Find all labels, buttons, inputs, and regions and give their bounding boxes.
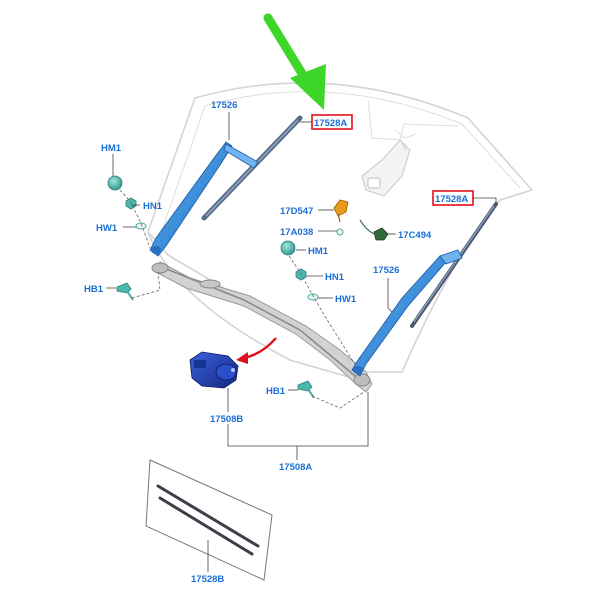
mirror-mount [361,139,411,197]
right-wiper-blade [410,202,498,328]
label-17528B: 17528B [191,574,224,585]
right-bolt [297,380,315,399]
right-wiper-arm [351,249,463,377]
leader-lines [106,112,497,460]
label-HB1-left: HB1 [84,284,104,295]
right-pivot-cap [280,240,296,256]
label-HW1-left: HW1 [96,223,118,234]
left-bolt [116,282,134,301]
label-17528A-left: 17528A [314,118,347,129]
label-HM1-left: HM1 [101,143,122,154]
washer-connector [359,219,389,241]
left-pivot-washer [135,222,147,230]
label-17528A-right: 17528A [435,194,468,205]
label-17526-right: 17526 [373,265,399,276]
label-HB1-right: HB1 [266,386,286,397]
label-17D547: 17D547 [280,206,313,217]
washer-nozzle [333,199,349,223]
label-HN1-left: HN1 [143,201,163,212]
curved-arrow-left-icon [236,337,277,364]
label-17508B: 17508B [210,414,243,425]
left-wiper-arm [149,141,259,257]
label-17526-left: 17526 [211,100,237,111]
highlight-box-right [432,190,474,206]
blade-kit-box [145,459,273,581]
label-17508A: 17508A [279,462,312,473]
hose-clip [336,228,344,236]
label-HM1-right: HM1 [308,246,329,257]
label-HW1-right: HW1 [335,294,357,305]
left-wiper-blade [201,115,303,221]
label-17A038: 17A038 [280,227,313,238]
wiper-motor [189,351,239,389]
arrow-down-right-icon [263,13,326,110]
right-pivot-washer [307,293,319,301]
highlight-box-left [311,114,353,130]
label-17C494: 17C494 [398,230,432,241]
wiper-linkage [151,261,373,393]
label-HN1-right: HN1 [325,272,345,283]
left-pivot-cap [107,175,123,191]
